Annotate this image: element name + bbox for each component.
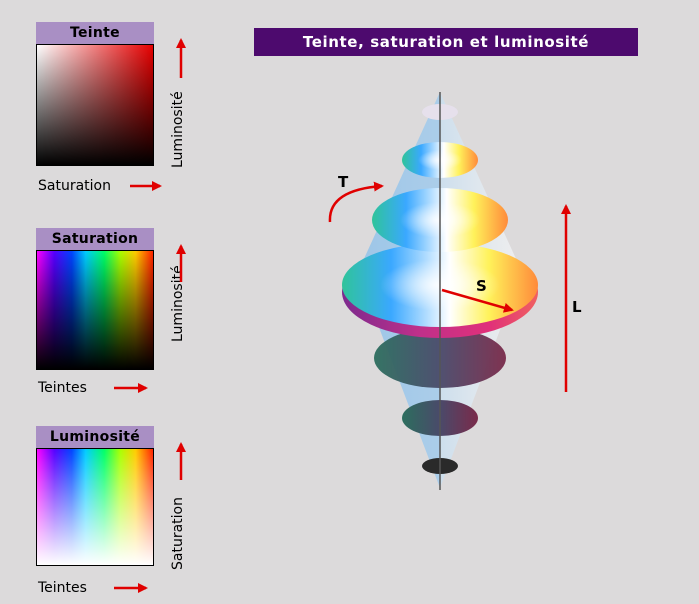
panel-title-saturation: Saturation [36, 228, 154, 250]
s-label: S [476, 277, 487, 295]
panel-title-teinte: Teinte [36, 22, 154, 44]
hue-swatch [36, 44, 154, 166]
saturation-vector-icon [441, 288, 514, 313]
main-title: Teinte, saturation et luminosité [254, 28, 638, 56]
t-label: T [338, 173, 349, 191]
saturation-swatch [36, 250, 154, 370]
panel-saturation-horizontal-label: Teintes [38, 380, 87, 396]
panel-luminosite: Luminosité [36, 426, 154, 566]
hue-rotation-arrow-icon [328, 181, 384, 223]
panel-teinte: Teinte [36, 22, 154, 166]
panel-title-luminosite: Luminosité [36, 426, 154, 448]
panel-saturation: Saturation [36, 228, 154, 370]
panel-teinte-horizontal-label: Saturation [38, 178, 111, 194]
lightness-swatch [36, 448, 154, 566]
l-label: L [572, 298, 582, 316]
panel-luminosite-horizontal-label: Teintes [38, 580, 87, 596]
